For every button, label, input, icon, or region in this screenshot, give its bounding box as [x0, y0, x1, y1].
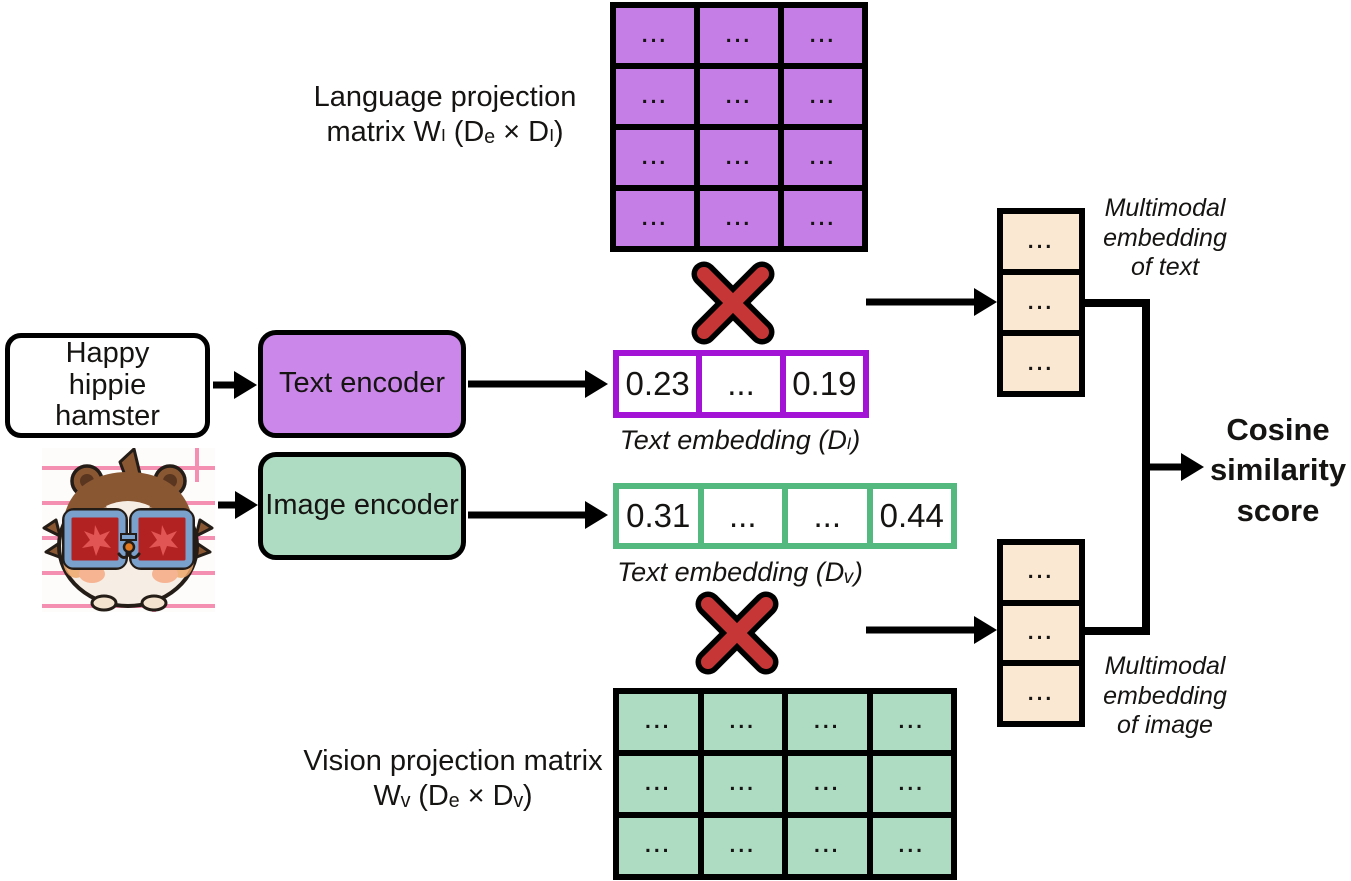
language-projection-matrix: ....................................	[610, 2, 868, 252]
matrix-cell: ...	[1000, 542, 1082, 603]
multiply-icon	[695, 591, 779, 675]
matrix-cell: ...	[697, 188, 781, 249]
vision-projection-matrix: ....................................	[613, 688, 957, 880]
matrix-cell: ...	[1000, 333, 1082, 394]
matrix-cell: ...	[781, 66, 865, 127]
matrix-cell: ...	[697, 127, 781, 188]
text-embedding-label: Text embedding (Dₗ)	[619, 425, 861, 455]
matrix-cell: ...	[1000, 211, 1082, 272]
arrow-text-encoder-to-embedding	[468, 370, 608, 398]
matrix-cell: ...	[869, 815, 954, 877]
matrix-cell: ...	[1000, 663, 1082, 724]
matrix-cell: ...	[700, 753, 785, 815]
arrow-image-encoder-to-embedding	[468, 501, 608, 529]
matrix-cell: ...	[616, 691, 701, 753]
vision-projection-label: Vision projection matrix Wᵥ (Dₑ × Dᵥ)	[303, 745, 603, 812]
text-embedding-cell: ...	[699, 353, 783, 415]
multimodal-text-vector: .........	[997, 208, 1085, 397]
matrix-cell: ...	[869, 753, 954, 815]
multimodal-image-vector: .........	[997, 539, 1085, 727]
matrix-cell: ...	[613, 127, 697, 188]
matrix-cell: ...	[1000, 602, 1082, 664]
text-embedding-row: 0.23 ... 0.19	[613, 350, 869, 418]
cosine-similarity-label: Cosine similarity score	[1209, 412, 1347, 528]
image-encoder-label: Image encoder	[265, 489, 459, 522]
text-encoder-label: Text encoder	[278, 367, 446, 400]
matrix-cell: ...	[616, 815, 701, 877]
matrix-cell: ...	[781, 188, 865, 249]
matrix-cell: ...	[700, 815, 785, 877]
arrow-input-to-text-encoder	[213, 371, 257, 399]
matrix-cell: ...	[785, 753, 870, 815]
matrix-cell: ...	[785, 691, 870, 753]
matrix-cell: ...	[1000, 272, 1082, 333]
language-projection-label: Language projection matrix Wₗ (Dₑ × Dₗ)	[313, 81, 577, 148]
text-embedding-cell: 0.19	[782, 353, 866, 415]
arrow-to-cosine-score	[1146, 453, 1204, 481]
text-input-box: Happy hippie hamster	[5, 333, 210, 438]
arrow-image-to-image-encoder	[218, 491, 258, 519]
matrix-cell: ...	[697, 5, 781, 66]
wire-image-branch	[1085, 627, 1150, 635]
matrix-cell: ...	[616, 753, 701, 815]
text-input-label: Happy hippie hamster	[55, 336, 160, 433]
matrix-cell: ...	[781, 127, 865, 188]
image-embedding-cell: ...	[785, 486, 870, 546]
text-encoder-box: Text encoder	[258, 330, 466, 438]
image-embedding-label: Text embedding (Dᵥ)	[617, 557, 863, 587]
arrow-to-multimodal-text	[866, 288, 997, 316]
matrix-cell: ...	[613, 188, 697, 249]
text-embedding-cell: 0.23	[616, 353, 700, 415]
image-embedding-cell: 0.31	[616, 486, 701, 546]
matrix-cell: ...	[869, 691, 954, 753]
arrow-to-multimodal-image	[866, 616, 997, 644]
image-encoder-box: Image encoder	[258, 452, 466, 560]
wire-text-branch	[1085, 299, 1150, 307]
image-embedding-cell: ...	[700, 486, 785, 546]
multiply-icon	[691, 261, 775, 345]
hamster-image	[42, 448, 215, 612]
matrix-cell: ...	[613, 66, 697, 127]
image-embedding-cell: 0.44	[869, 486, 954, 546]
multimodal-image-label: Multimodal embedding of image	[1103, 652, 1227, 739]
matrix-cell: ...	[697, 66, 781, 127]
matrix-cell: ...	[785, 815, 870, 877]
multimodal-text-label: Multimodal embedding of text	[1103, 194, 1227, 281]
image-embedding-row: 0.31 ... ... 0.44	[613, 483, 957, 549]
matrix-cell: ...	[781, 5, 865, 66]
matrix-cell: ...	[613, 5, 697, 66]
matrix-cell: ...	[700, 691, 785, 753]
